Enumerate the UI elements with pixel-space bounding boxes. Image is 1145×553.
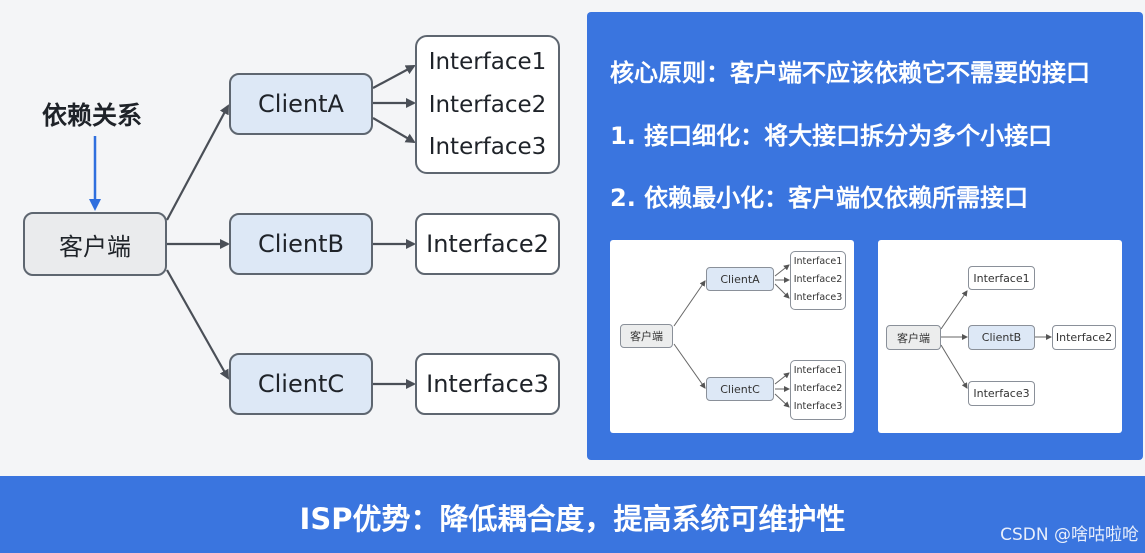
interface2-label: Interface2 (428, 92, 547, 118)
clientb-interface2-node: Interface2 (415, 213, 560, 275)
principle-point-1: 1. 接口细化：将大接口拆分为多个小接口 (610, 122, 1053, 150)
client-root-node: 客户端 (23, 212, 167, 276)
thumb-interface3: Interface3 (793, 401, 843, 412)
thumb-right-interface3: Interface3 (968, 381, 1035, 406)
clientc-node: ClientC (229, 353, 373, 415)
watermark: CSDN @啥咕啦呛 (1000, 525, 1139, 545)
thumb-left-clienta: ClientA (706, 267, 774, 291)
principles-panel: 核心原则：客户端不应该依赖它不需要的接口 1. 接口细化：将大接口拆分为多个小接… (587, 12, 1143, 460)
footer-banner: ISP优势：降低耦合度，提高系统可维护性 CSDN @啥咕啦呛 (0, 476, 1145, 553)
thumb-right-root: 客户端 (886, 325, 941, 350)
clientc-interface3-node: Interface3 (415, 353, 560, 415)
dependency-label: 依赖关系 (42, 101, 143, 130)
thumbnail-left-connectors (673, 264, 790, 408)
isp-advantage: ISP优势：降低耦合度，提高系统可维护性 (299, 502, 846, 536)
thumb-left-root: 客户端 (620, 324, 673, 348)
edge-clienta-interface1 (372, 65, 416, 89)
thumbnail-left: 客户端 ClientA ClientC Interface1 Interface… (610, 240, 854, 433)
clienta-interface-group: Interface1 Interface2 Interface3 (415, 35, 560, 174)
edge-root-clienta (166, 104, 229, 221)
core-principle: 核心原则：客户端不应该依赖它不需要的接口 (610, 59, 1090, 87)
thumb-left-clientc: ClientC (706, 377, 774, 401)
thumb-interface3: Interface3 (793, 292, 843, 303)
thumb-interface1: Interface1 (793, 365, 843, 376)
edge-root-clientc (166, 269, 229, 380)
thumb-right-interface2: Interface2 (1052, 325, 1116, 350)
thumb-left-clientc-interfaces: Interface1 Interface2 Interface3 (790, 360, 846, 420)
thumb-right-interface1: Interface1 (968, 266, 1035, 290)
interface3-label: Interface3 (428, 134, 547, 160)
thumbnail-right-connectors (940, 290, 1052, 389)
clientb-node: ClientB (229, 213, 373, 275)
thumb-left-clienta-interfaces: Interface1 Interface2 Interface3 (790, 251, 846, 310)
thumb-interface1: Interface1 (793, 256, 843, 267)
edge-clienta-interface3 (372, 117, 416, 144)
thumb-interface2: Interface2 (793, 383, 843, 394)
thumb-interface2: Interface2 (793, 274, 843, 285)
thumbnail-right: 客户端 Interface1 ClientB Interface2 Interf… (878, 240, 1122, 433)
principle-point-2: 2. 依赖最小化：客户端仅依赖所需接口 (610, 184, 1029, 212)
interface1-label: Interface1 (428, 49, 547, 75)
thumb-right-clientb: ClientB (968, 325, 1035, 350)
clienta-node: ClientA (229, 73, 373, 135)
